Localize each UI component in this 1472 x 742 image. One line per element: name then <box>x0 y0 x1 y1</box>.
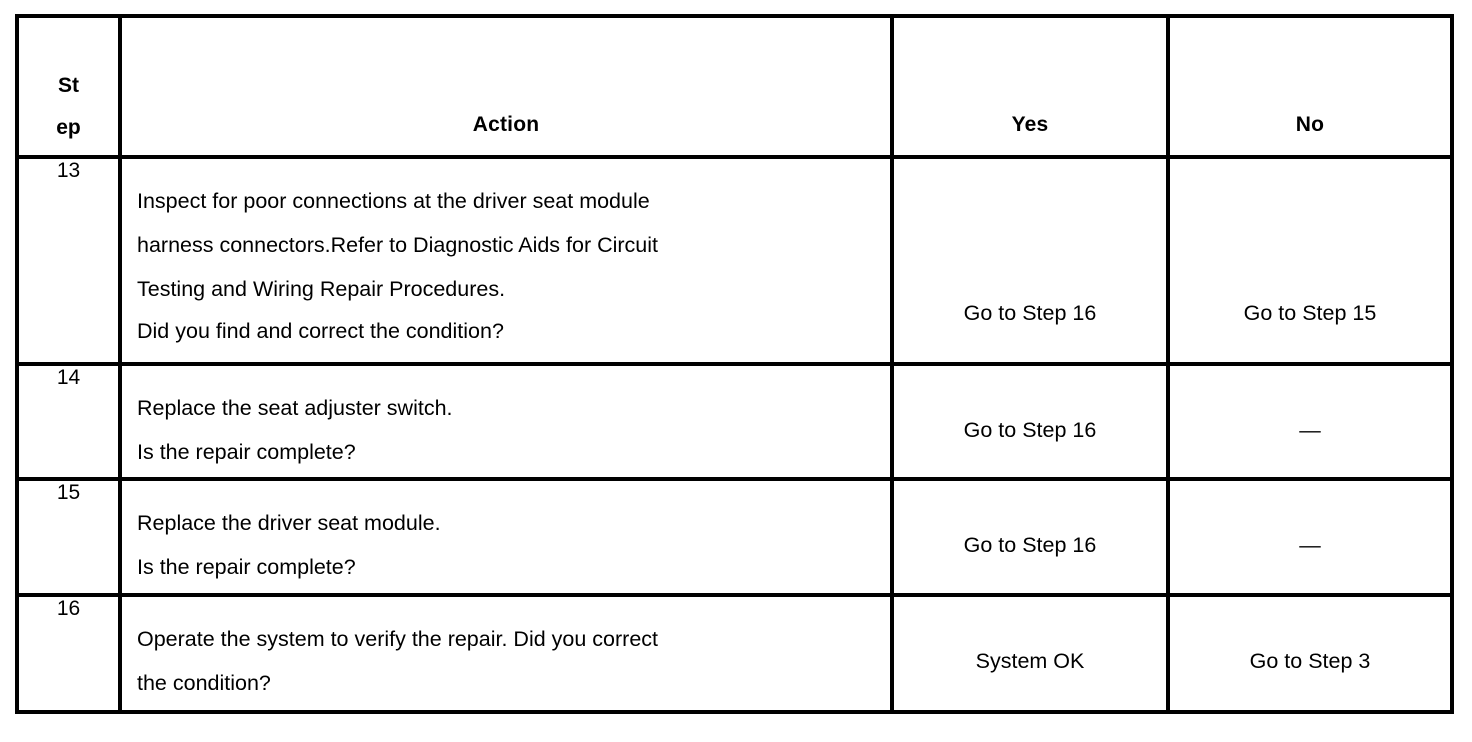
action-cell: Replace the driver seat module. Is the r… <box>118 477 894 597</box>
table-row: 15 Replace the driver seat module. Is th… <box>15 477 1454 597</box>
table-header: St ep Action Yes No <box>15 14 1454 159</box>
no-answer-text: — <box>1299 418 1321 442</box>
diagnostic-step-table: St ep Action Yes No 13 <box>15 14 1454 714</box>
column-header-no-label: No <box>1295 113 1325 136</box>
action-line: Did you find and correct the condition? <box>137 319 504 343</box>
no-answer-cell: — <box>1166 362 1454 481</box>
table-body: 13 Inspect for poor connections at the d… <box>15 155 1454 714</box>
column-header-yes: Yes <box>890 14 1170 159</box>
step-number-cell: 15 <box>15 477 122 597</box>
column-header-no: No <box>1166 14 1454 159</box>
yes-answer-cell: Go to Step 16 <box>890 362 1170 481</box>
step-number-cell: 14 <box>15 362 122 481</box>
no-answer-text: Go to Step 3 <box>1249 649 1371 673</box>
table-row: 13 Inspect for poor connections at the d… <box>15 155 1454 366</box>
action-line: Is the repair complete? <box>137 440 356 464</box>
no-answer-cell: Go to Step 3 <box>1166 593 1454 714</box>
action-line: the condition? <box>137 671 271 695</box>
header-row: St ep Action Yes No <box>15 14 1454 159</box>
no-answer-text: Go to Step 15 <box>1243 301 1377 325</box>
action-line: harness connectors.Refer to Diagnostic A… <box>137 233 659 257</box>
action-line: Replace the seat adjuster switch. <box>137 396 453 420</box>
no-answer-text: — <box>1299 533 1321 557</box>
action-cell: Operate the system to verify the repair.… <box>118 593 894 714</box>
action-line: Operate the system to verify the repair.… <box>137 627 658 651</box>
table-row: 14 Replace the seat adjuster switch. Is … <box>15 362 1454 481</box>
action-line: Inspect for poor connections at the driv… <box>137 189 650 213</box>
action-line: Replace the driver seat module. <box>137 511 441 535</box>
column-header-action: Action <box>118 14 894 159</box>
yes-answer-text: Go to Step 16 <box>963 301 1097 325</box>
yes-answer-text: System OK <box>975 649 1085 673</box>
action-cell: Inspect for poor connections at the driv… <box>118 155 894 366</box>
column-header-step-line1: St <box>58 74 79 97</box>
no-answer-cell: — <box>1166 477 1454 597</box>
table-row: 16 Operate the system to verify the repa… <box>15 593 1454 714</box>
column-header-action-label: Action <box>472 113 540 136</box>
yes-answer-text: Go to Step 16 <box>963 418 1097 442</box>
yes-answer-cell: System OK <box>890 593 1170 714</box>
action-line: Is the repair complete? <box>137 555 356 579</box>
column-header-step-line2: ep <box>56 116 81 139</box>
yes-answer-cell: Go to Step 16 <box>890 155 1170 366</box>
action-line: Testing and Wiring Repair Procedures. <box>137 277 506 301</box>
yes-answer-cell: Go to Step 16 <box>890 477 1170 597</box>
column-header-yes-label: Yes <box>1011 113 1049 136</box>
yes-answer-text: Go to Step 16 <box>963 533 1097 557</box>
step-number-cell: 16 <box>15 593 122 714</box>
step-number-cell: 13 <box>15 155 122 366</box>
action-cell: Replace the seat adjuster switch. Is the… <box>118 362 894 481</box>
no-answer-cell: Go to Step 15 <box>1166 155 1454 366</box>
column-header-step: St ep <box>15 14 122 159</box>
